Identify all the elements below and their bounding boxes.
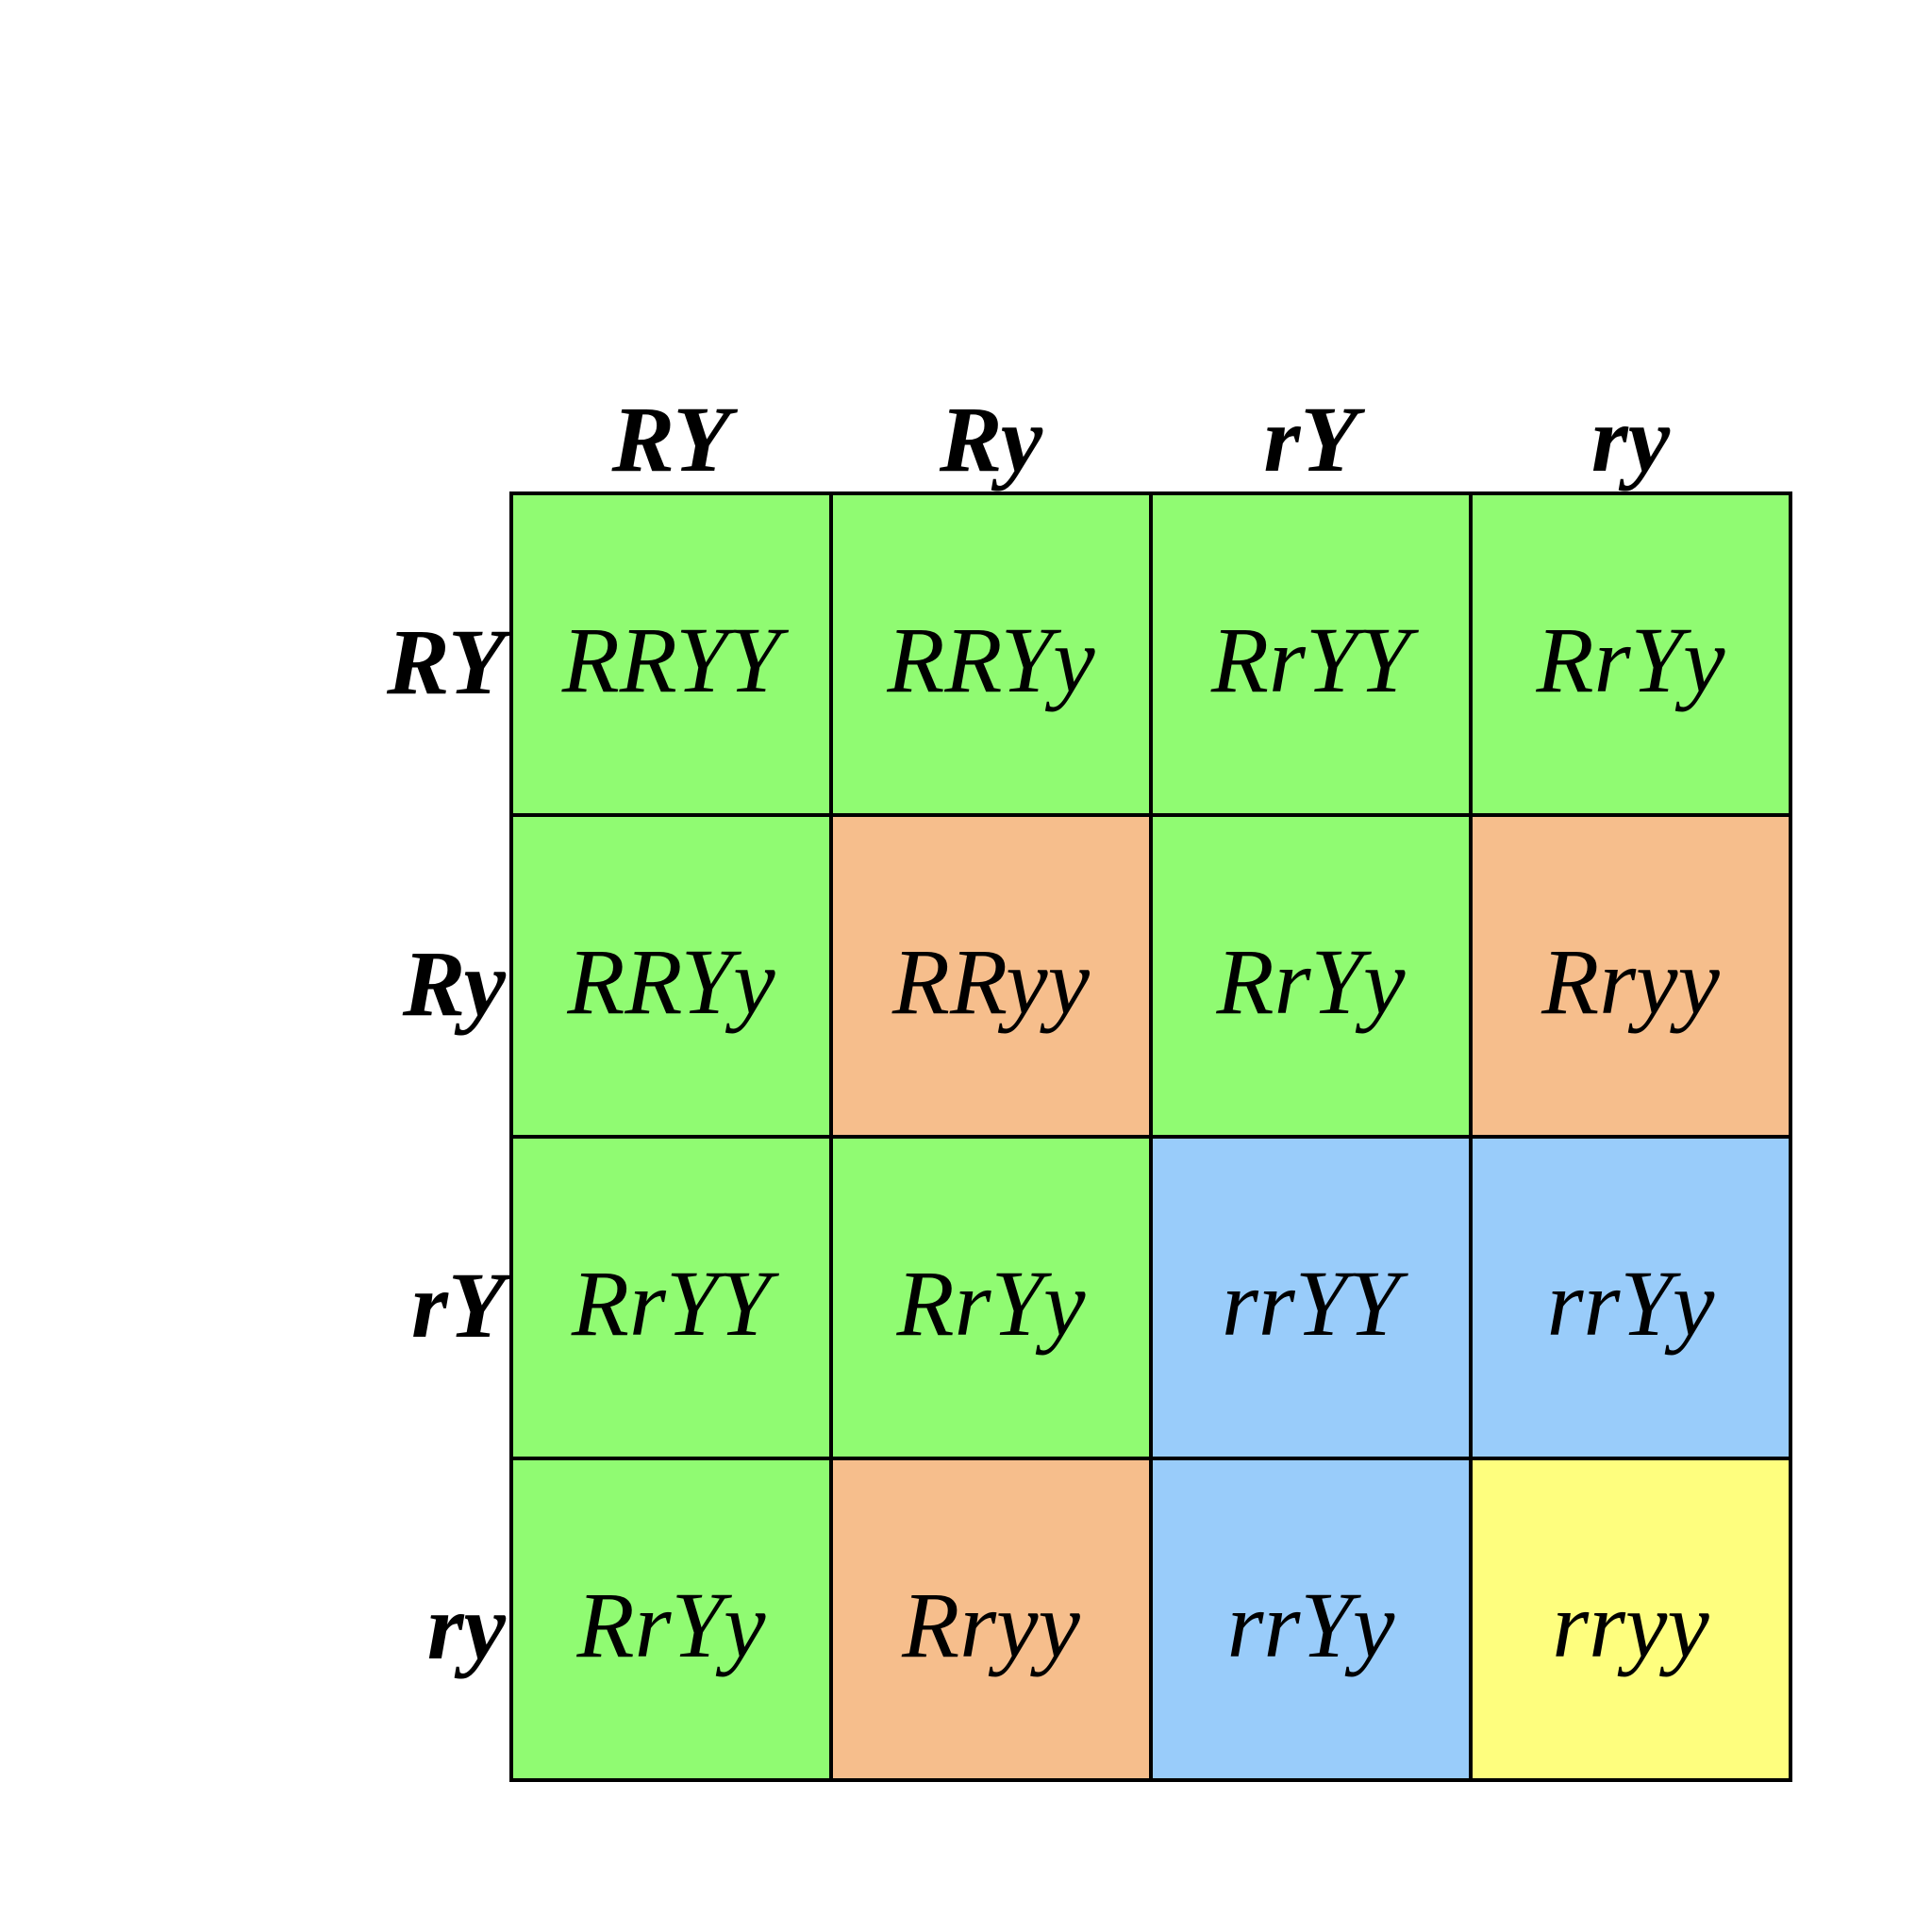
table-row-1: RRYY RRYy RrYY RrYy [509,491,1792,817]
punnett-cell-r3c2: RrYy [829,1135,1153,1460]
punnett-cell-r3c1: RrYY [509,1135,833,1460]
punnett-cell-r4c2: Rryy [829,1457,1153,1782]
punnett-cell-r1c3: RrYY [1149,491,1473,817]
punnett-cell-r3c4: rrYy [1469,1135,1792,1460]
row-header-3: rY [411,1253,506,1357]
punnett-cell-r4c1: RrYy [509,1457,833,1782]
punnett-square-table: RRYY RRYy RrYY RrYy RRYy RRyy RrYy Rryy … [509,491,1792,1782]
row-header-4: ry [426,1574,506,1679]
punnett-cell-r2c1: RRYy [509,813,833,1139]
punnett-square-body: RRYY RRYy RrYY RrYy RRYy RRyy RrYy Rryy … [509,491,1792,1782]
row-header-1: RY [387,609,506,714]
punnett-cell-r1c2: RRYy [829,491,1153,817]
column-header-4: ry [1591,387,1671,491]
column-header-1: RY [611,387,731,491]
punnett-cell-r1c4: RrYy [1469,491,1792,817]
row-header-2: Ry [402,931,506,1036]
column-header-2: Ry [939,387,1043,491]
punnett-cell-r4c3: rrYy [1149,1457,1473,1782]
punnett-cell-r2c4: Rryy [1469,813,1792,1139]
punnett-cell-r1c1: RRYY [509,491,833,817]
punnett-cell-r2c2: RRyy [829,813,1153,1139]
punnett-cell-r2c3: RrYy [1149,813,1473,1139]
table-row-2: RRYy RRyy RrYy Rryy [509,813,1792,1139]
table-row-3: RrYY RrYy rrYY rrYy [509,1135,1792,1460]
punnett-cell-r4c4: rryy [1469,1457,1792,1782]
column-header-3: rY [1263,387,1358,491]
table-row-4: RrYy Rryy rrYy rryy [509,1457,1792,1782]
punnett-cell-r3c3: rrYY [1149,1135,1473,1460]
